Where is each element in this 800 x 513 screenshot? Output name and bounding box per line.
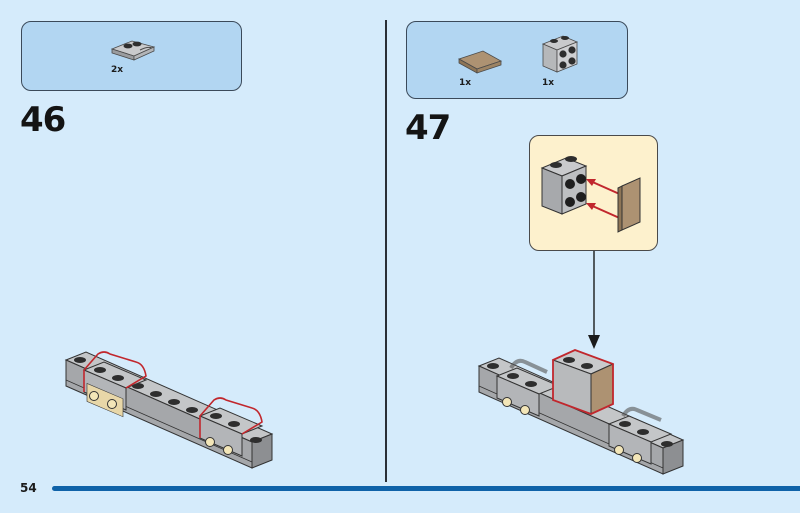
step-46-parts-box: 2x xyxy=(21,21,242,91)
highlight-outline xyxy=(199,397,263,438)
part-quantity: 1x xyxy=(459,78,472,88)
part-quantity: 2x xyxy=(111,65,124,75)
part-quantity: 1x xyxy=(542,78,555,88)
footer-bar xyxy=(52,486,800,491)
step-47-assembly-illustration xyxy=(477,349,685,475)
sub-assembly-callout xyxy=(529,135,658,251)
step-number-46: 46 xyxy=(20,100,66,140)
page-number: 54 xyxy=(20,481,37,495)
side-stud-brick-part-icon xyxy=(541,35,579,73)
callout-illustration xyxy=(540,156,641,233)
plate-with-handle-part-icon xyxy=(110,40,156,61)
tan-tile-part-icon xyxy=(458,50,502,74)
placement-arrow xyxy=(588,251,600,349)
highlight-outline xyxy=(83,351,147,392)
page-divider xyxy=(385,20,387,482)
step-number-47: 47 xyxy=(405,108,451,148)
highlight-outline xyxy=(552,349,614,415)
step-46-assembly-illustration xyxy=(64,351,274,469)
step-47-parts-box: 1x 1x xyxy=(406,21,628,99)
